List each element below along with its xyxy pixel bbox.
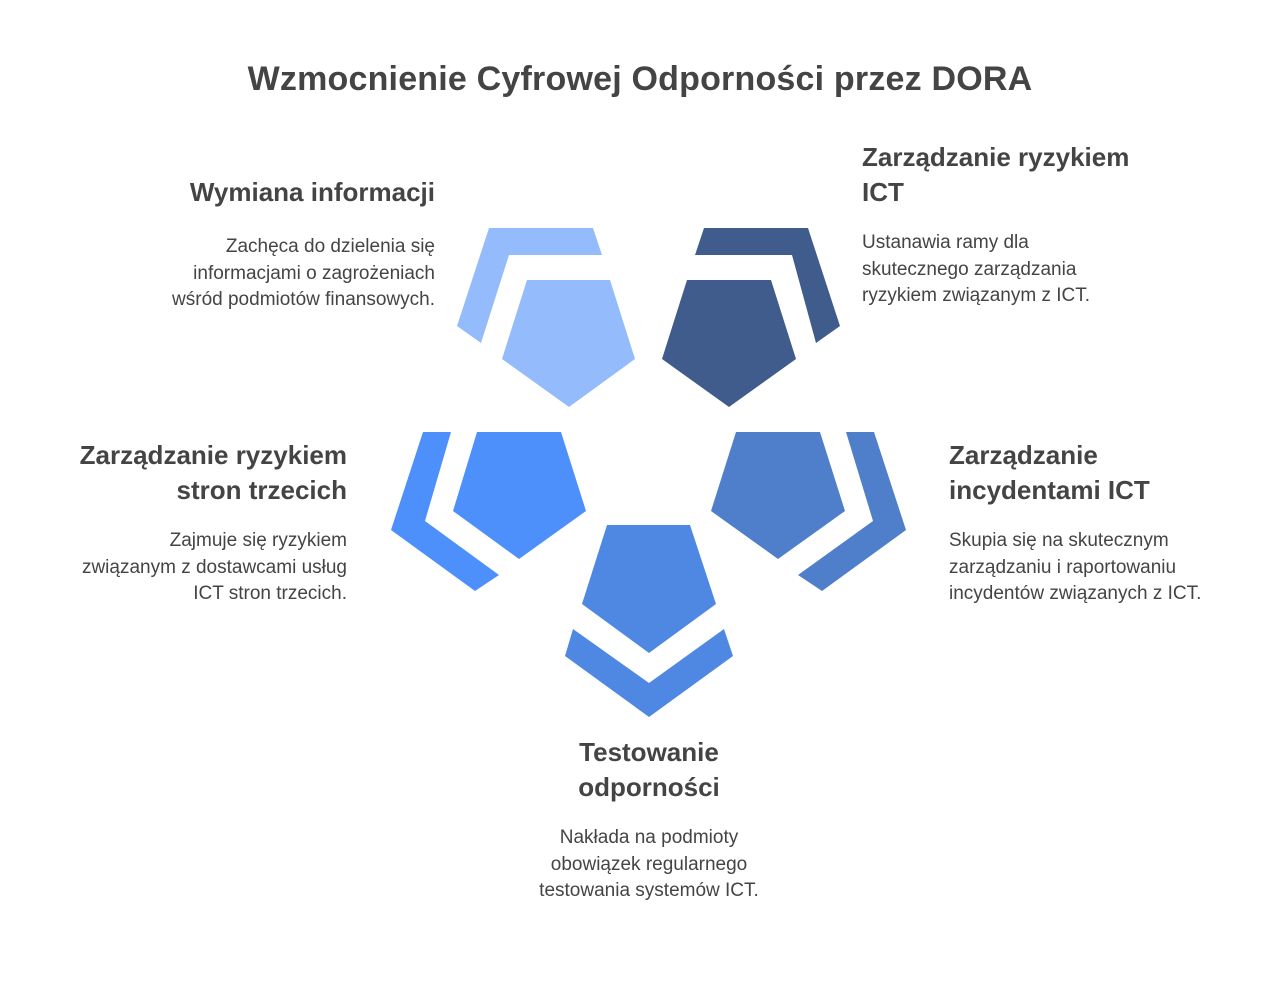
segment-description: Skupia się na skutecznym zarządzaniu i r…	[949, 530, 1202, 604]
bracket-icon	[457, 228, 602, 343]
segment-title: Zarządzanie ryzykiem stron trzecich	[79, 440, 347, 505]
segment-incident-management-shape	[711, 432, 906, 591]
segment-resilience-testing: Testowanie odporności Nakłada na podmiot…	[449, 735, 849, 905]
segment-info-sharing-shape	[457, 228, 635, 407]
segment-title: Zarządzanie ryzykiem ICT	[862, 142, 1130, 207]
segment-resilience-testing-shape	[565, 525, 733, 717]
bracket-icon	[391, 432, 499, 591]
pentagon-icon	[582, 525, 716, 653]
segment-title: Zarządzanie incydentami ICT	[949, 440, 1150, 505]
bracket-icon	[695, 228, 840, 343]
segment-third-party-risk-shape	[391, 432, 586, 591]
segment-third-party-risk: Zarządzanie ryzykiem stron trzecich Zajm…	[7, 438, 347, 608]
segment-description: Ustanawia ramy dla skutecznego zarządzan…	[862, 232, 1091, 306]
segment-description: Zachęca do dzielenia się informacjami o …	[172, 236, 435, 310]
pentagon-icon	[453, 432, 586, 559]
segment-info-sharing: Wymiana informacji Zachęca do dzielenia …	[55, 175, 435, 314]
diagram-title: Wzmocnienie Cyfrowej Odporności przez DO…	[247, 60, 1033, 98]
segment-description: Zajmuje się ryzykiem związanym z dostawc…	[81, 530, 347, 604]
pentagon-icon	[711, 432, 845, 559]
segment-ict-risk-shape	[662, 228, 840, 407]
segment-description: Nakłada na podmioty obowiązek regularneg…	[539, 827, 759, 901]
chevron-icon	[565, 629, 733, 717]
segment-title: Wymiana informacji	[189, 177, 435, 207]
segment-incident-management: Zarządzanie incydentami ICT Skupia się n…	[949, 438, 1269, 608]
bracket-icon	[798, 432, 906, 591]
segment-ict-risk: Zarządzanie ryzykiem ICT Ustanawia ramy …	[862, 140, 1242, 310]
pentagon-icon	[502, 280, 635, 407]
pentagon-icon	[662, 280, 796, 407]
segment-title: Testowanie odporności	[578, 737, 720, 802]
